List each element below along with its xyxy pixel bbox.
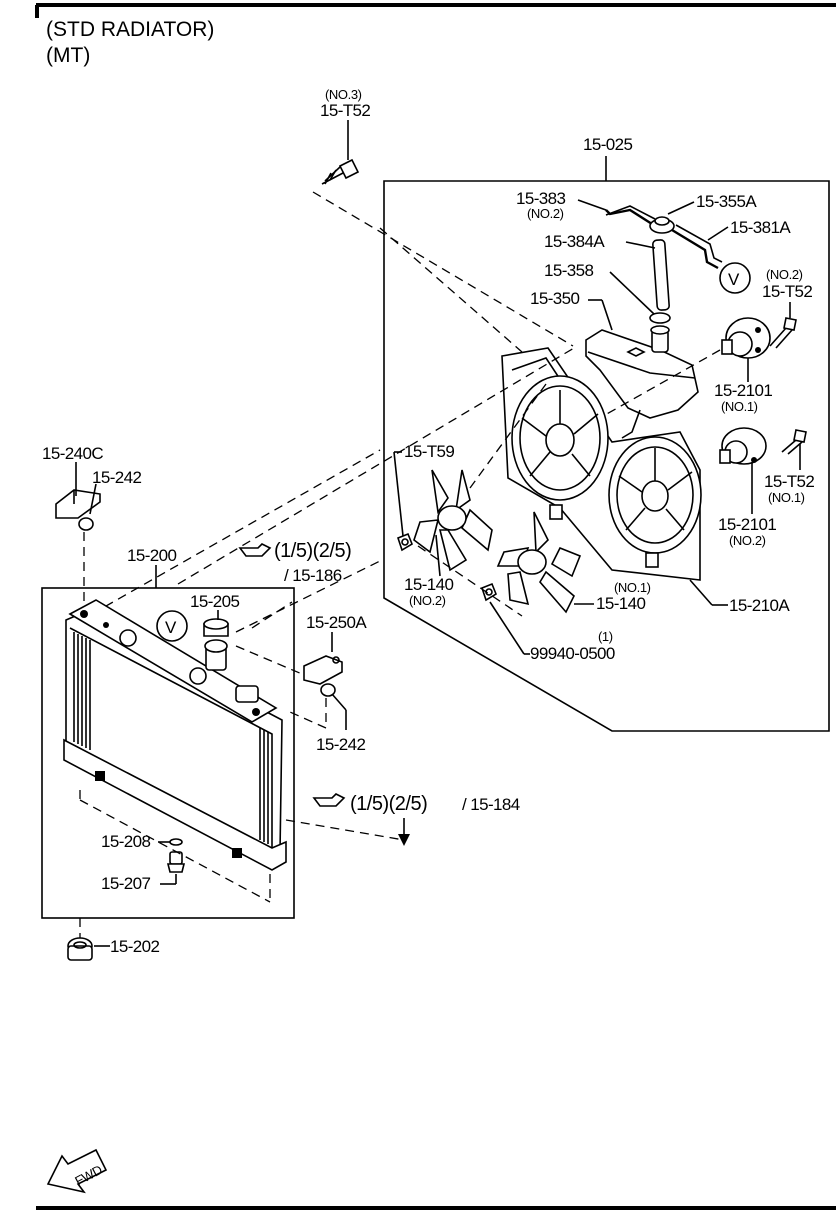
o-ring-208-icon (169, 838, 183, 846)
v-mark-icon-2 (156, 610, 188, 642)
dash-lead-1 (91, 449, 381, 615)
label-15-207: 15-207 (101, 874, 150, 893)
title-line2: (MT) (46, 44, 90, 67)
overflow-hose-383-icon (605, 208, 653, 226)
ref186-part: / 15-186 (284, 566, 342, 585)
dash-lead-3 (235, 559, 383, 633)
reservoir-hose-384a-icon (652, 239, 670, 311)
label-15-242-bottom: 15-242 (316, 735, 365, 754)
label-15-355a: 15-355A (696, 192, 757, 211)
ref184-part: / 15-184 (462, 795, 520, 814)
label-15-208: 15-208 (101, 832, 150, 851)
bracket-240c-icon (55, 489, 101, 531)
bolt-no2-icon (769, 317, 797, 349)
label-99940: 99940-0500 (530, 644, 615, 663)
radiator-cap-icon (203, 618, 229, 637)
bolt-no3-icon (321, 158, 360, 185)
coolant-reservoir-icon (585, 325, 699, 439)
label-no1-sub: (NO.1) (768, 490, 805, 505)
label-15-2101-no1-sub: (NO.1) (721, 399, 758, 414)
label-15-025: 15-025 (583, 135, 632, 154)
label-no1-part: 15-T52 (764, 472, 814, 491)
label-15-140-no2: 15-140 (404, 575, 453, 594)
label-15-205: 15-205 (190, 592, 239, 611)
label-no3-part: 15-T52 (320, 101, 370, 120)
ref184-fig: (1/5)(2/5) (350, 793, 427, 815)
label-15-383: 15-383 (516, 189, 565, 208)
label-no2-sub: (NO.2) (766, 267, 803, 282)
fan-shroud-210a-icon (501, 347, 702, 581)
label-15-140-no1: 15-140 (596, 594, 645, 613)
title-line1: (STD RADIATOR) (46, 18, 214, 41)
fan-assembly-group: 15-025 (NO.3) 15-T52 15-383 (NO.2) 15-35… (312, 87, 830, 732)
label-no3-sub: (NO.3) (325, 87, 362, 102)
label-15-384a: 15-384A (544, 232, 605, 251)
label-15-383-sub: (NO.2) (527, 206, 564, 221)
radiator-core-icon (63, 599, 287, 871)
fwd-arrow-icon: FWD (46, 1148, 108, 1194)
v-mark-icon-1 (719, 262, 751, 294)
fan-assembly-box (383, 180, 830, 732)
label-15-210a: 15-210A (729, 596, 790, 615)
bracket-250a-icon (303, 655, 343, 697)
radiator-group: 15-200 (41, 444, 368, 940)
hose-381a-icon (671, 228, 719, 270)
bolt-no1-icon (781, 429, 807, 455)
label-99940-sub: (1) (598, 629, 613, 644)
v-mark-2: V (165, 618, 177, 637)
fan-motor-no1-icon (721, 317, 771, 359)
label-15-2101-no2: 15-2101 (718, 515, 776, 534)
label-15-350: 15-350 (530, 289, 579, 308)
label-no2-part: 15-T52 (762, 282, 812, 301)
label-15-381a: 15-381A (730, 218, 791, 237)
label-15-200: 15-200 (127, 546, 176, 565)
reservoir-cap-icon (649, 216, 675, 234)
dash-lead-2 (177, 347, 575, 585)
drain-cap-202-icon (67, 937, 93, 961)
hand-pointer-icon-1 (238, 543, 272, 557)
radiator-box (41, 587, 295, 919)
fan-motor-no2-icon (719, 427, 767, 465)
ref-15-184: (1/5)(2/5) / 15-184 (285, 793, 520, 846)
label-15-250a: 15-250A (306, 613, 367, 632)
label-15-358: 15-358 (544, 261, 593, 280)
label-15-140-no1-sub: (NO.1) (614, 580, 651, 595)
label-15-t59: 15-T59 (404, 442, 454, 461)
hand-pointer-icon-2 (312, 793, 346, 807)
label-15-242-top: 15-242 (92, 468, 141, 487)
label-15-140-no2-sub: (NO.2) (409, 593, 446, 608)
label-15-202: 15-202 (110, 937, 159, 956)
drain-plug-207-icon (166, 851, 186, 873)
o-ring-358-icon (649, 312, 671, 324)
fan-blade-no1-icon (496, 511, 582, 614)
label-15-2101-no1: 15-2101 (714, 381, 772, 400)
ref186-fig: (1/5)(2/5) (274, 540, 351, 562)
ref-15-186: (1/5)(2/5) / 15-186 (238, 540, 352, 629)
fan-blade-no2-icon (413, 469, 493, 572)
v-mark-1: V (728, 270, 740, 289)
no3-dash (312, 191, 574, 347)
label-15-2101-no2-sub: (NO.2) (729, 533, 766, 548)
label-15-240c: 15-240C (42, 444, 103, 463)
nut-t59-icon (397, 532, 413, 552)
